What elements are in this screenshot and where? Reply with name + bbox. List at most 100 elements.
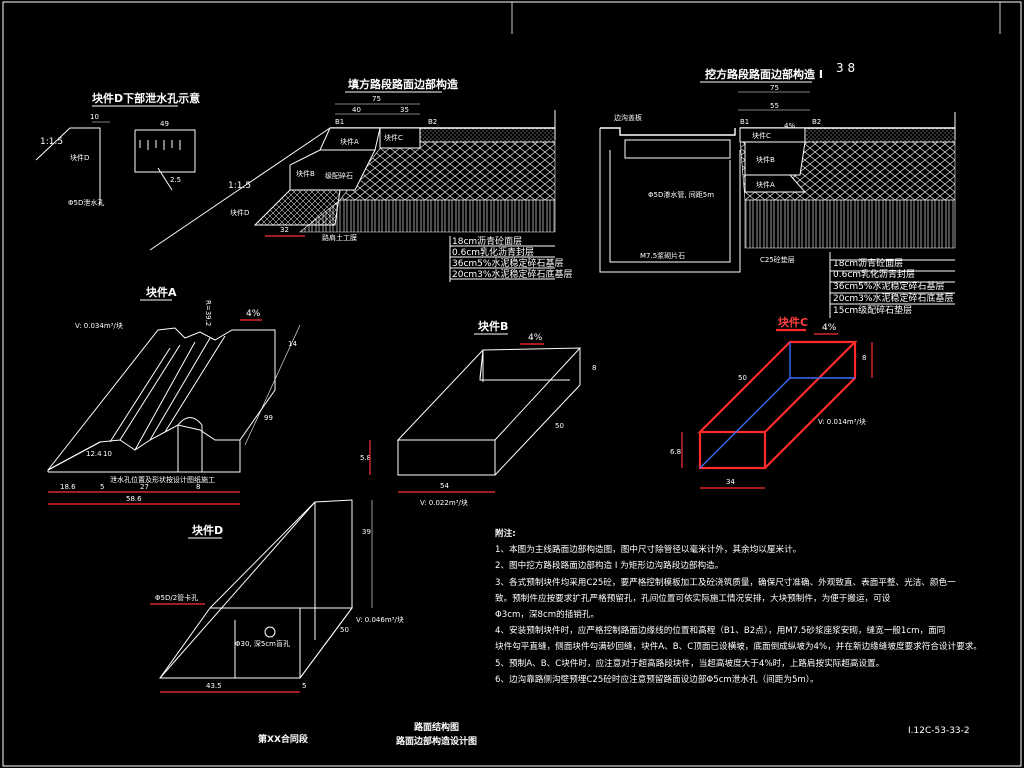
cut-block-a: 块件A [756,180,775,189]
fill-dim-left: 40 [352,106,361,114]
drain-slope-label: 1:1.5 [40,137,63,147]
cut-layer-0: 18cm沥青砼面层 [833,257,903,269]
fill-section: 填方路段路面边部构造 75 40 35 B1 B2 块件A 块件C 块件B 块件… [149,77,572,282]
cut-dim-total: 75 [770,84,779,92]
cut-block-b: 块件B [756,155,775,164]
fill-label-gravel: 级配碎石 [325,171,353,180]
cut-dim-pct: 4% [784,122,795,130]
block-a-dim-d: 8 [196,483,200,491]
block-d-title: 块件D [192,523,223,537]
block-c-dim-th: 8 [862,354,866,362]
footer-title-2: 路面边部构造设计图 [396,737,478,747]
block-a-pct: 4% [246,309,261,319]
note-1: 1、本图为主线路面边部构造图，图中尺寸除管径以毫米计外，其余均以厘米计。 [495,545,802,556]
note-6: 6、边沟靠路侧沟壁预埋C25砼时应注意预留路面设边部Φ5cm泄水孔（间距为5m）… [495,674,819,685]
fill-slope: 1:1.5 [228,181,251,191]
cut-label-drain: 边沟盖板 [614,113,642,122]
block-a-dim-h3: 10 [103,450,112,458]
fill-layer-3: 20cm3%水泥稳定碎石底基层 [452,268,572,280]
drain-dim-d1: 10 [90,113,99,121]
fill-point-b2: B2 [428,118,437,126]
block-b-dim-th: 8 [592,364,596,372]
fill-dim-32: 32 [280,226,289,234]
fill-block-b: 块件B [296,169,315,178]
block-d-pipe: Φ5D/2管卡孔 [155,593,198,602]
fill-dim-total: 75 [372,95,381,103]
block-c-dim-w: 34 [726,478,735,486]
block-a-dim-c: 27 [140,483,149,491]
note-3b: 致。预制件应按要求扩孔严格预留孔，孔间位置可依实际施工情况安排，大块预制件，为便… [495,593,891,604]
block-c-drawing: 块件C 4% 34 6.8 50 8 V: 0.014m³/块 [670,315,873,489]
fill-layer-2: 36cm5%水泥稳定碎石基层 [452,257,563,269]
block-b-pct: 4% [528,333,543,343]
drain-detail: 块件D下部泄水孔示意 1:1.5 块件D 10 49 2.5 Φ5D泄水孔 [35,91,200,207]
block-b-title: 块件B [478,319,508,333]
block-b-dim-len: 50 [555,422,564,430]
block-d-dim-b: 5 [302,682,306,690]
block-d-hole: Φ30, 深5cm盲孔 [235,639,290,648]
fill-point-b1: B1 [335,118,344,126]
block-c-title: 块件C [778,315,808,329]
block-a-radius: R=39.2 [204,300,212,326]
fill-block-c: 块件C [384,133,403,142]
drain-dim-d3: 2.5 [170,176,181,184]
block-a-dim-h1: 14 [288,340,297,348]
cut-layer-list: 18cm沥青砼面层 0.6cm乳化沥青封层 36cm5%水泥稳定碎石基层 20c… [830,257,955,316]
fill-block-a: 块件A [340,137,359,146]
page-numbers: 3 8 [836,61,855,75]
note-4: 4、安装预制块件时，应严格控制路面边缘线的位置和高程（B1、B2点），用M7.5… [495,626,946,637]
drain-dim-d2: 49 [160,120,169,128]
cut-dim-inner: 55 [770,102,779,110]
block-d-dim-len: 50 [340,626,349,634]
fill-block-d: 块件D [230,208,249,217]
block-a-dim-depth: 99 [264,414,273,422]
fill-layer-list: 18cm沥青砼面层 0.6cm乳化沥青封层 36cm5%水泥稳定碎石基层 20c… [450,235,572,280]
fill-layer-1: 0.6cm乳化沥青封层 [452,246,534,258]
block-b-dim-w: 54 [440,482,449,490]
fill-layer-0: 18cm沥青砼面层 [452,235,522,247]
note-4b: 块件勾平直缝，侧面块件勾满砂回缝，块件A、B、C顶面已设横坡，底面倒成纵坡为4%… [495,642,982,653]
cut-point-b1: B1 [740,118,749,126]
block-a-title: 块件A [146,285,177,299]
block-b-drawing: 块件B 4% 54 5.8 50 8 V: 0.022m³/块 [360,319,596,507]
block-c-dim-h: 6.8 [670,448,681,456]
fill-label-soil: 路肩土工膜 [322,233,357,242]
block-d-hole-icon [264,626,276,638]
cut-section: 挖方路段路面边部构造 I 75 55 4% B1 B2 边沟盖板 Φ5D渗水管,… [599,67,956,318]
block-a-dim-h2: 12.4 [86,450,102,458]
cut-point-b2: B2 [812,118,821,126]
note-2: 2、图中挖方路段路面边部构造 I 为矩形边沟路段边部构造。 [495,561,724,572]
cut-layer-4: 15cm级配碎石垫层 [833,304,912,316]
block-c-dim-len: 50 [738,374,747,382]
block-d-dim-h: 39 [362,528,371,536]
drain-pipe-label: Φ5D泄水孔 [68,198,104,207]
block-c-volume: V: 0.014m³/块 [818,417,866,426]
block-d-drawing: 块件D Φ5D/2管卡孔 Φ30, 深5cm盲孔 43.5 5 39 50 V:… [150,499,404,693]
cut-layer-2: 36cm5%水泥稳定碎石基层 [833,280,944,292]
cut-label-mortar: M7.5浆砌片石 [640,251,685,260]
note-5: 5、预制A、B、C块件时，应注意对于超高路段块件，当超高坡度大于4%时，上路肩按… [495,658,885,669]
note-3c: Φ3cm，深8cm的插销孔。 [495,610,600,621]
drain-detail-title: 块件D下部泄水孔示意 [92,91,200,105]
note-3: 3、各式预制块件均采用C25砼，要严格控制模板加工及砼浇筑质量，确保尺寸准确、外… [495,577,956,588]
notes-heading: 附注: [495,529,516,539]
block-d-dim-w: 43.5 [206,682,222,690]
block-b-dim-h: 5.8 [360,454,371,462]
block-d-volume: V: 0.046m³/块 [356,615,404,624]
cut-label-concrete: C25砼垫层 [760,255,795,264]
block-a-dim-b: 5 [100,483,104,491]
cut-label-pipe: Φ5D渗水管, 间距5m [648,190,714,199]
footer-section: 第XX合同段 [258,735,308,745]
drain-block-label: 块件D [70,153,89,162]
footer-code: Ⅰ.12C-53-33-2 [908,726,970,736]
block-c-pct: 4% [822,323,837,333]
block-a-volume: V: 0.034m³/块 [75,321,123,330]
notes-block: 附注: 1、本图为主线路面边部构造图，图中尺寸除管径以毫米计外，其余均以厘米计。… [495,526,982,688]
fill-dim-right: 35 [400,106,409,114]
block-b-volume: V: 0.022m³/块 [420,498,468,507]
footer-title-1: 路面结构图 [414,723,460,733]
block-a-dim-total: 58.6 [126,495,142,503]
fill-section-title: 填方路段路面边部构造 [348,77,459,91]
cut-block-c: 块件C [752,131,771,140]
